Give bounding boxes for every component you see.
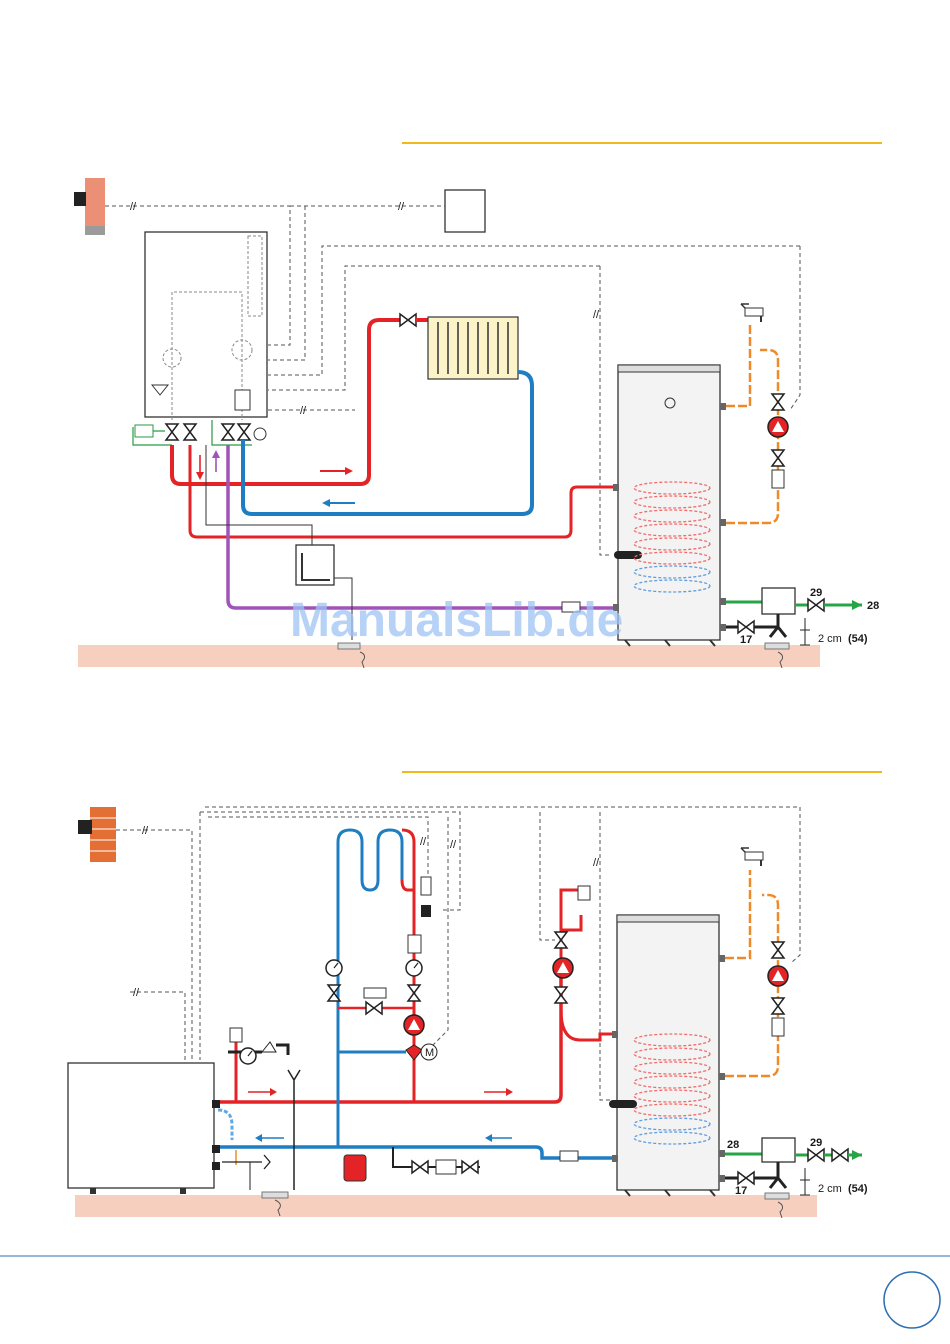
svg-text://: // xyxy=(450,839,457,851)
neutraliser-box xyxy=(296,545,334,585)
page-number-circle xyxy=(884,1272,940,1328)
flow-main-2 xyxy=(220,960,561,1102)
dim-2cm-2: 2 cm xyxy=(818,1183,842,1195)
expansion-vessel xyxy=(762,588,795,614)
label-28: 28 xyxy=(867,600,879,612)
dim-2cm: 2 cm xyxy=(818,633,842,645)
label-29-2: 29 xyxy=(810,1137,822,1149)
label-17-2: 17 xyxy=(735,1185,747,1197)
hot-water-cylinder xyxy=(613,365,726,646)
svg-text://: // xyxy=(130,201,137,213)
svg-text://: // xyxy=(420,836,427,848)
return-pipe-cylinder xyxy=(228,445,614,608)
floor-slab-2 xyxy=(75,1195,817,1217)
label-17: 17 xyxy=(740,634,752,646)
room-controller-box xyxy=(445,190,485,232)
expansion-vessel-2 xyxy=(344,1155,366,1181)
heat-pump-unit xyxy=(68,1063,236,1194)
underfloor-loop xyxy=(338,830,414,1102)
outdoor-sensor-2 xyxy=(78,807,116,862)
diagram-heatpump-system: // // // // // xyxy=(68,807,868,1218)
return-main-2 xyxy=(220,1147,614,1158)
flow-pipe-cylinder xyxy=(190,445,614,537)
hot-water-cylinder-2 xyxy=(609,915,725,1196)
radiator xyxy=(428,317,518,379)
svg-text://: // xyxy=(133,987,140,999)
dim-code: (54) xyxy=(848,633,868,645)
svg-text://: // xyxy=(398,201,405,213)
return-pipe-radiator xyxy=(243,372,532,514)
expansion-vessel-3 xyxy=(762,1138,795,1162)
boiler xyxy=(133,232,267,445)
label-28-2: 28 xyxy=(727,1139,739,1151)
svg-text://: // xyxy=(300,405,307,417)
outdoor-sensor xyxy=(74,178,105,235)
label-29: 29 xyxy=(810,587,822,599)
floor-slab xyxy=(78,645,820,667)
svg-text://: // xyxy=(593,857,600,869)
dim-code-2: (54) xyxy=(848,1183,868,1195)
svg-text://: // xyxy=(142,825,149,837)
svg-text://: // xyxy=(593,309,600,321)
svg-text:M: M xyxy=(425,1047,434,1059)
watermark: ManualsLib.de xyxy=(290,594,623,647)
